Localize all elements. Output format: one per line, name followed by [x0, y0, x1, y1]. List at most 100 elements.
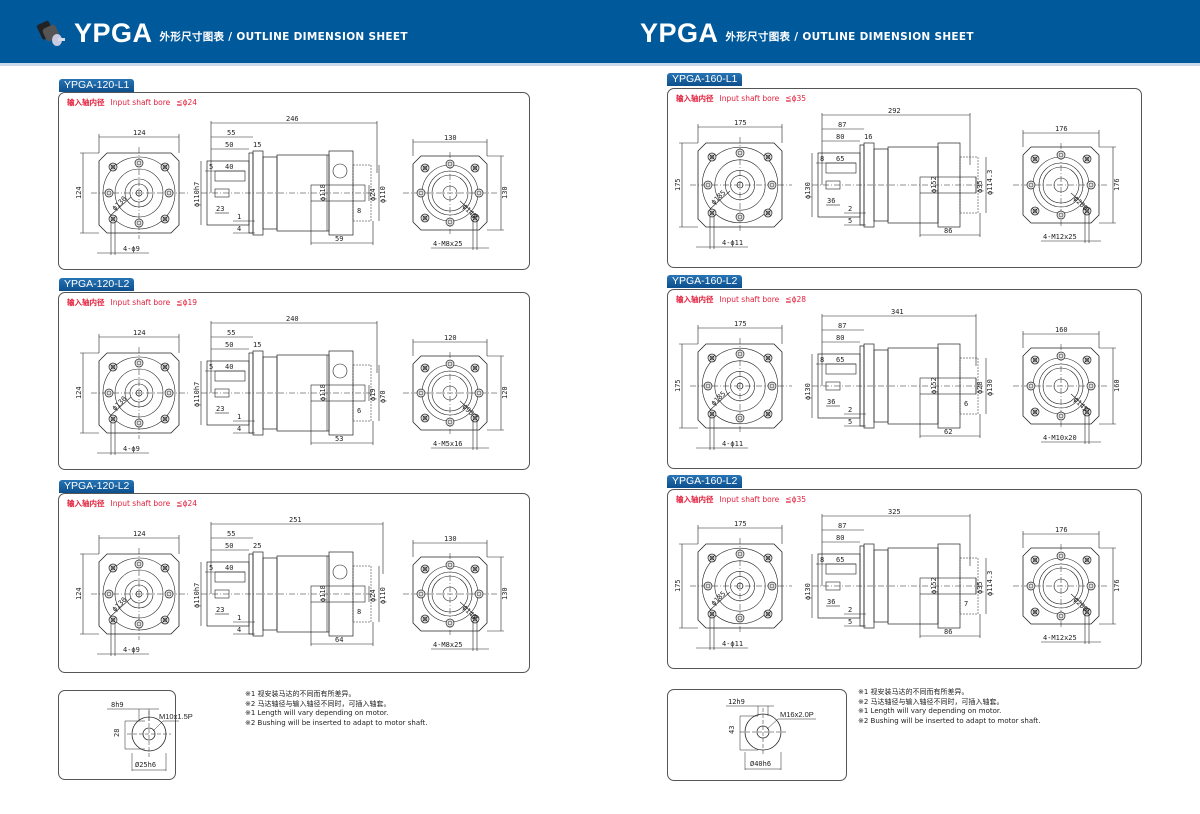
shaft-end-drawing: 8h9 M10x1.5P 28 Ø25h6 [107, 701, 193, 771]
bore-label-en: Input shaft bore [719, 495, 780, 504]
output-flange-outline [412, 155, 488, 231]
bolt-hole-inner [472, 215, 478, 221]
side-gap-label: 1 [237, 614, 241, 622]
bore-label-en: Input shaft bore [719, 295, 780, 304]
note-1-en: ※1 Length will vary depending on motor. [858, 707, 1002, 715]
side-pilot-diameter-label: ϕ110h7 [193, 382, 201, 407]
gearbox-product-icon [36, 20, 65, 46]
drawing-line [459, 400, 479, 418]
drawing-line [471, 364, 479, 372]
bore-label-cn: 输入轴内径 [67, 499, 105, 508]
drawing-line [1083, 356, 1091, 364]
drawing-line [109, 616, 117, 624]
drawing-line [421, 164, 429, 172]
side-key-offset-label: 5 [209, 564, 213, 572]
bolt-hole-inner [447, 562, 453, 568]
bolt-hole-inner [765, 411, 771, 417]
rear-width-label: 160 [1055, 326, 1068, 334]
front-holes-label: 4-ϕ11 [722, 239, 743, 247]
bore-label-en: Input shaft bore [110, 499, 171, 508]
bolt-hole-inner [1032, 208, 1038, 214]
bolt-hole [416, 388, 426, 398]
bore-label-cn: 输入轴内径 [676, 495, 714, 504]
notes-left: ※1 视安装马达的不同而有所差异。 ※2 马达轴径与输入轴径不同时，可插入轴套。… [245, 690, 427, 728]
note-1-cn: ※1 视安装马达的不同而有所差异。 [858, 688, 969, 696]
bore-label-en: Input shaft bore [719, 94, 780, 103]
bolt-hole-inner [1084, 357, 1090, 363]
bolt-hole-inner [1088, 383, 1094, 389]
shaft-diameter-label: Ø40h6 [750, 760, 771, 768]
side-output-shaft-label: ϕ19 [369, 388, 377, 401]
bolt-hole-inner [166, 190, 172, 196]
bolt-hole [767, 381, 777, 391]
bolt-hole-inner [1084, 156, 1090, 162]
rear-height-label: 176 [1113, 178, 1121, 191]
side-gap-label: 1 [237, 213, 241, 221]
note-1-en: ※1 Length will vary depending on motor. [245, 709, 389, 717]
side-adapter-length-label: 55 [227, 530, 235, 538]
drawing-line [421, 214, 429, 222]
side-output-length-label: 86 [944, 628, 952, 636]
bolt-hole-inner [1058, 353, 1064, 359]
side-shaft-depth-label: 36 [827, 197, 835, 205]
bolt-hole-inner [162, 364, 168, 370]
drawing-line [161, 215, 169, 223]
bolt-hole [445, 417, 455, 427]
drawing-line [709, 190, 731, 210]
model-tab: YPGA-120-L2 [59, 480, 135, 493]
front-height-label: 175 [674, 579, 682, 592]
bolt-hole [767, 180, 777, 190]
side-pilot-diameter-label: ϕ110h7 [193, 583, 201, 608]
model-tab: YPGA-160-L1 [667, 73, 743, 86]
drawing-line [708, 153, 716, 161]
drawing-line [708, 209, 716, 217]
bore-label-cn: 输入轴内径 [67, 298, 105, 307]
grease-port [332, 163, 348, 179]
front-width-label: 175 [734, 520, 747, 528]
side-gap-label: 2 [848, 606, 852, 614]
side-output-pilot-label: ϕ130 [986, 379, 994, 396]
front-holes-label: 4-ϕ9 [123, 245, 140, 253]
side-gap-label: 2 [848, 406, 852, 414]
side-shaft-depth-label: 23 [216, 405, 224, 413]
bolt-hole-inner [476, 390, 482, 396]
drawing-line [708, 410, 716, 418]
bolt-hole-inner [110, 617, 116, 623]
bolt-hole [134, 358, 144, 368]
bolt-hole-inner [1032, 609, 1038, 615]
side-pilot-diameter-label: ϕ110h7 [193, 182, 201, 207]
bolt-hole [1026, 180, 1036, 190]
side-key-length-label: 40 [225, 564, 233, 572]
drawing-line [764, 554, 772, 562]
drawing-line [1083, 155, 1091, 163]
bolt-hole-inner [709, 555, 715, 561]
bore-label-en: Input shaft bore [110, 298, 171, 307]
front-holes-label: 4-ϕ9 [123, 646, 140, 654]
side-output-key-label: 7 [964, 600, 968, 608]
drawing-line [1031, 356, 1039, 364]
grease-port [332, 564, 348, 580]
side-output-pilot-label: ϕ110 [379, 186, 387, 203]
bore-label-cn: 输入轴内径 [67, 98, 105, 107]
drawing-line [421, 615, 429, 623]
side-adapter-length-label: 55 [227, 129, 235, 137]
side-key-offset-label: 8 [820, 556, 824, 564]
bolt-hole-inner [1058, 152, 1064, 158]
bolt-hole [1086, 180, 1096, 190]
bolt-hole-inner [1028, 583, 1034, 589]
note-2-en: ※2 Bushing will be inserted to adapt to … [858, 716, 1041, 725]
drawing-line [161, 363, 169, 371]
bolt-hole-inner [765, 210, 771, 216]
bolt-hole-inner [1084, 208, 1090, 214]
bolt-hole [445, 359, 455, 369]
bolt-hole-inner [769, 182, 775, 188]
side-pilot-diameter-label: ϕ130 [804, 383, 812, 400]
